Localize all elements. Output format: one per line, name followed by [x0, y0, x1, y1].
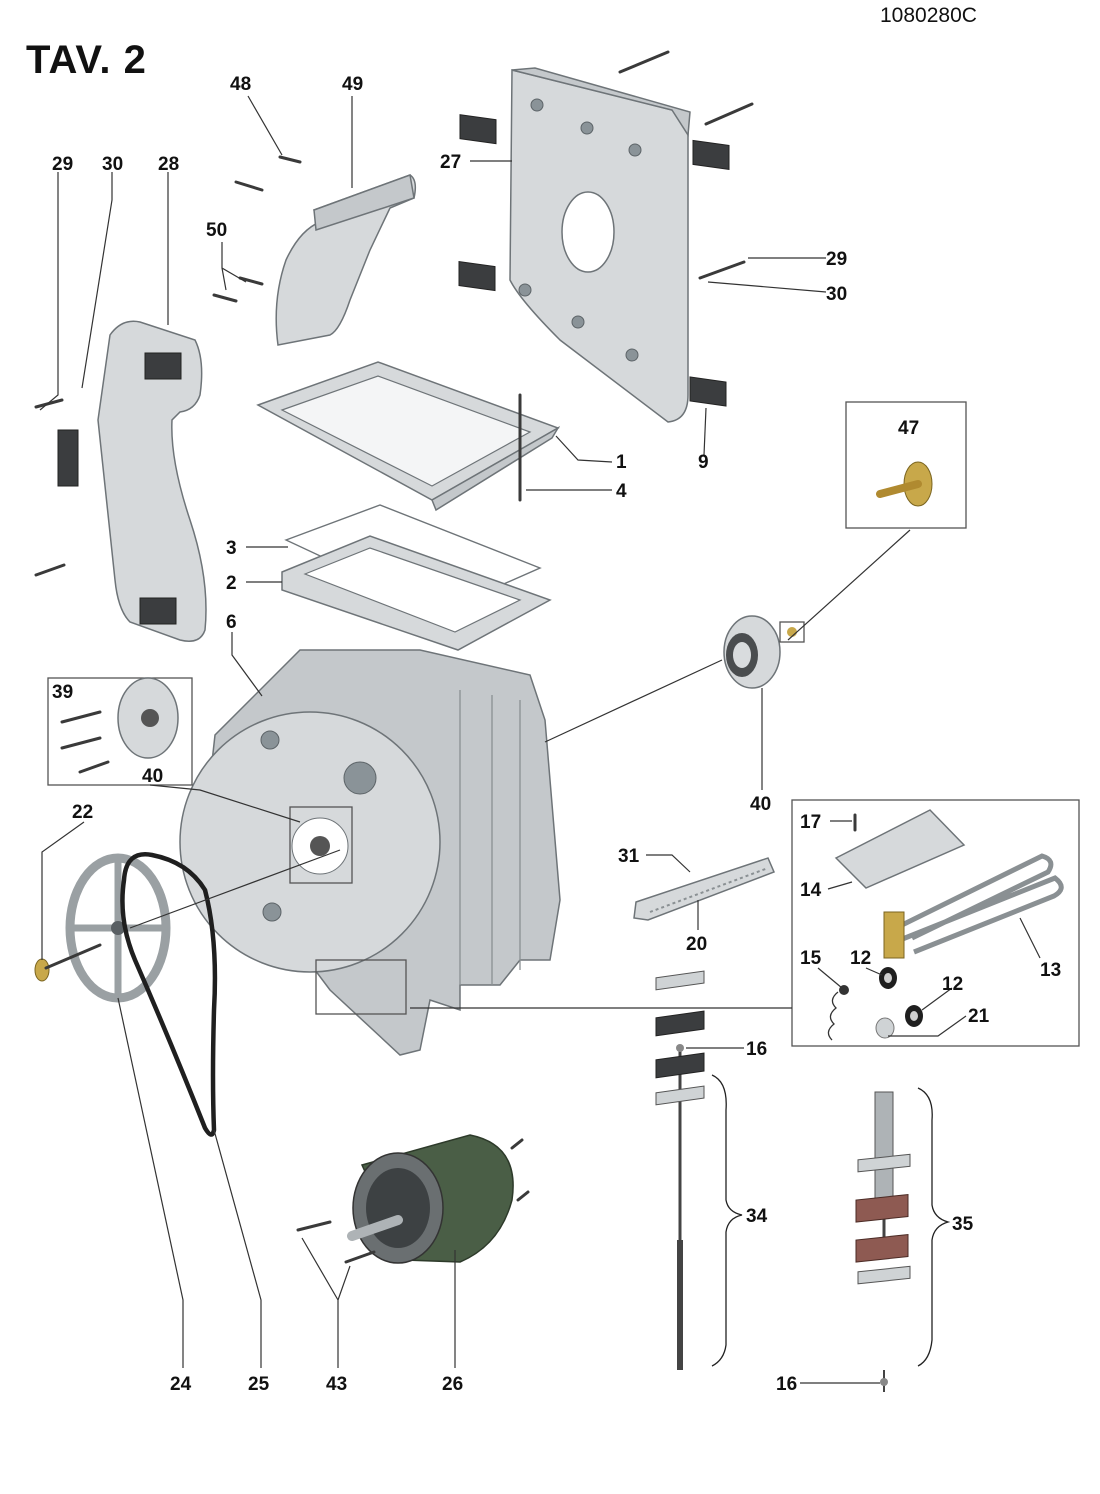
- label-27: 27: [440, 152, 461, 173]
- shock-absorber-34: [655, 970, 743, 1370]
- label-40-right: 40: [750, 794, 771, 815]
- label-14: 14: [800, 880, 822, 901]
- label-16-top: 16: [746, 1039, 767, 1060]
- label-15: 15: [800, 948, 822, 969]
- label-12-b: 12: [942, 974, 963, 995]
- label-39: 39: [52, 682, 73, 703]
- label-9: 9: [698, 452, 709, 473]
- label-6: 6: [226, 612, 237, 633]
- leader-lines: [39, 95, 1041, 1384]
- label-1: 1: [616, 452, 627, 473]
- label-28: 28: [158, 154, 179, 175]
- label-3: 3: [226, 538, 237, 559]
- label-25: 25: [248, 1374, 270, 1395]
- flange-inset-39-40: [47, 677, 193, 786]
- label-26: 26: [442, 1374, 463, 1395]
- strip-31-20: [633, 857, 775, 921]
- label-34: 34: [746, 1206, 768, 1227]
- left-bracket-screws: [34, 398, 66, 577]
- label-47: 47: [898, 418, 919, 439]
- page-title: TAV. 2: [26, 38, 147, 82]
- label-50: 50: [206, 220, 227, 241]
- page-code: 1080280C: [880, 4, 977, 27]
- mounting-plate-27: [458, 67, 730, 423]
- label-12-a: 12: [850, 948, 871, 969]
- pulley-screw-22: [34, 943, 102, 982]
- label-13: 13: [1040, 960, 1061, 981]
- bracket-screws-48-50: [212, 155, 302, 303]
- heater-inset: [791, 799, 1080, 1047]
- label-2: 2: [226, 573, 237, 594]
- motor-26: [296, 1134, 530, 1264]
- part-47-inset: [845, 401, 967, 529]
- bracket-49: [275, 173, 417, 346]
- tray-1: [256, 361, 561, 512]
- label-49: 49: [342, 74, 363, 95]
- pulley-24: [65, 853, 171, 1003]
- bearing-flange-40: [723, 615, 805, 689]
- label-24: 24: [170, 1374, 192, 1395]
- label-17: 17: [800, 812, 821, 833]
- label-30-right: 30: [826, 284, 847, 305]
- label-4: 4: [616, 481, 627, 502]
- label-21: 21: [968, 1006, 990, 1027]
- plate-screws: [618, 50, 754, 280]
- label-20: 20: [686, 934, 707, 955]
- label-31: 31: [618, 846, 640, 867]
- shock-absorber-35: [855, 1087, 951, 1392]
- drive-belt-25: [120, 852, 218, 1137]
- part-number-labels: 29 30 28 48 49 50 27 29 30 9 1 4 47 3 2 …: [52, 74, 1061, 1395]
- label-29-right: 29: [826, 249, 847, 270]
- left-bracket-28: [57, 320, 207, 642]
- tub-housing-6: [179, 649, 561, 1056]
- label-40-left: 40: [142, 766, 163, 787]
- label-22: 22: [72, 802, 93, 823]
- frame-2-gasket-3: [281, 504, 552, 651]
- label-29-left: 29: [52, 154, 73, 175]
- label-30-left: 30: [102, 154, 123, 175]
- label-35: 35: [952, 1214, 974, 1235]
- label-48: 48: [230, 74, 251, 95]
- label-43: 43: [326, 1374, 347, 1395]
- label-16-bottom: 16: [776, 1374, 797, 1395]
